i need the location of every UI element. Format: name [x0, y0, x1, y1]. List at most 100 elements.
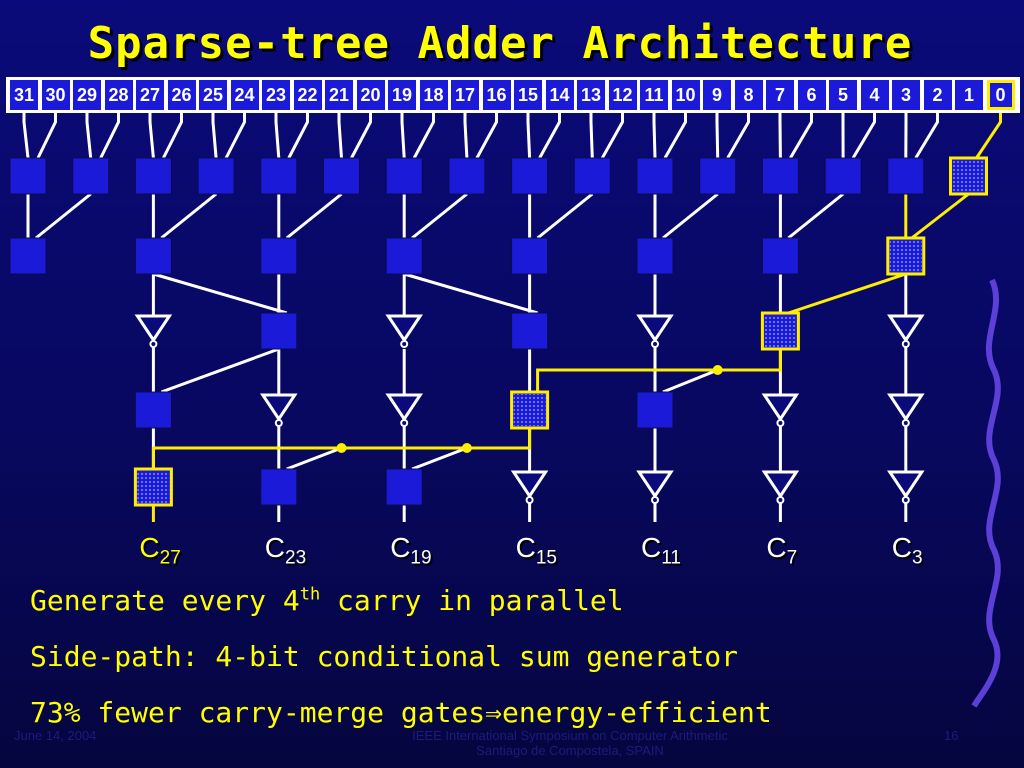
prefix-node-r3	[760, 311, 800, 351]
critical-path-wire	[787, 272, 907, 315]
prefix-node-r1	[385, 157, 423, 195]
bit-index-25: 25	[199, 80, 227, 110]
wire	[162, 113, 183, 159]
prefix-node-r1	[573, 157, 611, 195]
wire	[914, 113, 939, 159]
wire	[400, 113, 406, 159]
prefix-node-r2	[761, 237, 799, 275]
wire	[403, 272, 539, 315]
critical-path-wire	[910, 192, 970, 240]
wire	[35, 192, 92, 240]
bit-index-31: 31	[10, 80, 38, 110]
wire	[285, 192, 343, 240]
prefix-node-r1	[323, 157, 360, 195]
side-brace	[971, 278, 1001, 708]
bit-index-26: 26	[167, 80, 196, 110]
prefix-node-r1	[887, 157, 925, 195]
prefix-node-r4	[510, 390, 550, 430]
prefix-node-r3	[260, 312, 298, 350]
wire	[211, 113, 218, 159]
bit-index-24: 24	[230, 80, 259, 110]
bullet-parallel-carry: Generate every 4th carry in parallel	[30, 584, 624, 617]
footer-conference: IEEE International Symposium on Computer…	[412, 728, 728, 758]
wire	[224, 113, 246, 159]
slide-title: Sparse-tree Adder Architecture	[87, 18, 913, 69]
wire	[411, 446, 468, 471]
bit-index-12: 12	[608, 80, 637, 110]
prefix-node-r1	[699, 157, 737, 195]
wire	[726, 113, 750, 159]
prefix-node-r1	[824, 157, 862, 195]
wire	[411, 192, 468, 240]
bit-index-3: 3	[892, 80, 920, 110]
footer-date: June 14, 2004	[14, 728, 97, 743]
bit-index-28: 28	[104, 80, 133, 110]
bullet-side-path: Side-path: 4-bit conditional sum generat…	[30, 640, 739, 673]
carry-label: C11	[641, 532, 681, 569]
bit-index-14: 14	[545, 80, 574, 110]
bit-index-21: 21	[325, 80, 353, 110]
prefix-node-r4	[636, 391, 674, 429]
footer-page-number: 16	[944, 728, 959, 743]
critical-path-wire	[975, 113, 1002, 159]
bit-index-30: 30	[41, 80, 70, 110]
prefix-node-r2	[134, 237, 172, 275]
buffer-r5	[636, 470, 674, 504]
junction-dot	[712, 365, 723, 375]
wire	[851, 113, 876, 159]
carry-label: C27	[139, 532, 181, 569]
buffer-r5	[761, 470, 800, 504]
bit-index-27: 27	[136, 80, 164, 110]
junction-dot	[461, 443, 472, 453]
buffer-r4	[886, 393, 925, 427]
prefix-node-r2	[9, 237, 47, 275]
wire	[152, 272, 288, 315]
wire	[662, 192, 719, 240]
bit-index-18: 18	[419, 80, 448, 110]
prefix-node-r1	[197, 157, 235, 195]
wire	[463, 113, 469, 159]
bit-index-22: 22	[293, 80, 322, 110]
wire	[589, 113, 594, 159]
prefix-node-r1	[260, 157, 298, 195]
bit-index-10: 10	[671, 80, 700, 110]
buffer-r4	[761, 393, 800, 427]
bit-index-17: 17	[451, 80, 479, 110]
buffer-r5	[510, 470, 549, 504]
wire	[787, 192, 845, 240]
bit-index-7: 7	[766, 80, 794, 110]
buffer-r3	[636, 314, 674, 348]
bit-index-11: 11	[640, 80, 668, 110]
buffer-r3	[886, 314, 925, 348]
prefix-node-r2	[636, 237, 674, 275]
bit-index-16: 16	[482, 80, 511, 110]
wire	[287, 113, 309, 159]
buffer-r4	[385, 393, 424, 427]
carry-label: C15	[515, 532, 557, 569]
bit-index-23: 23	[262, 80, 290, 110]
prefix-node-r1	[761, 157, 799, 195]
bit-index-1: 1	[955, 80, 983, 110]
prefix-node-r1	[72, 157, 110, 195]
wire	[526, 113, 532, 159]
buffer-r4	[259, 393, 298, 427]
bit-index-15: 15	[514, 80, 542, 110]
prefix-node-r3	[511, 312, 549, 350]
bit-index-19: 19	[388, 80, 416, 110]
wire	[663, 113, 687, 159]
bullet-fewer-gates: 73% fewer carry-merge gates⇒energy-effic…	[30, 696, 772, 729]
bit-index-8: 8	[734, 80, 763, 110]
wire	[22, 113, 30, 159]
prefix-node-r2	[260, 237, 298, 275]
prefix-node-r2	[511, 237, 549, 275]
bit-index-4: 4	[860, 80, 889, 110]
bit-index-0: 0	[986, 80, 1015, 110]
wire	[160, 347, 280, 394]
buffer-r3	[134, 314, 173, 348]
bit-index-20: 20	[356, 80, 385, 110]
bit-index-29: 29	[73, 80, 101, 110]
carry-label: C3	[891, 532, 923, 569]
bit-index-5: 5	[829, 80, 857, 110]
junction-dot	[336, 443, 347, 453]
